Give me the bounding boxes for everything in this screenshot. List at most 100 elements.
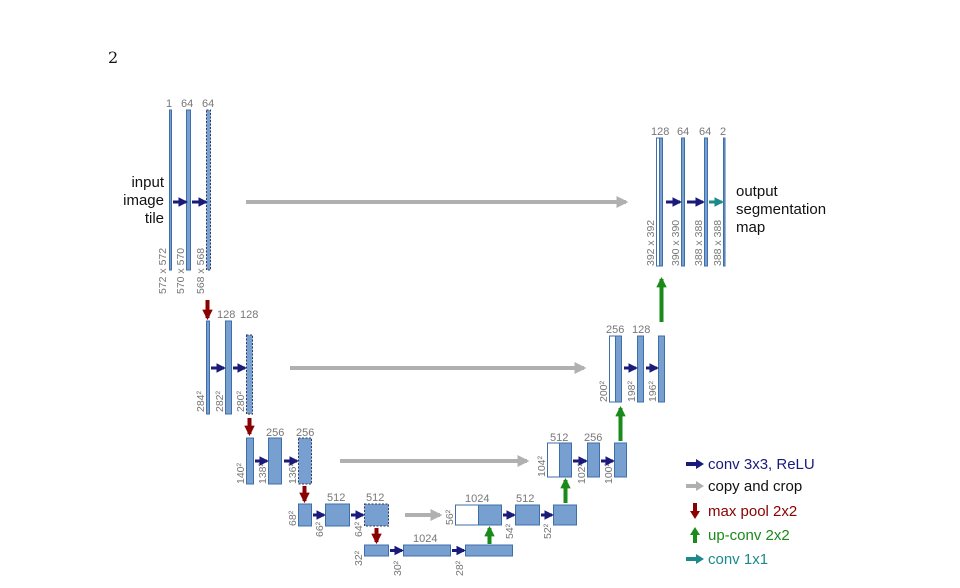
feature-map [268, 437, 282, 485]
feature-map [298, 437, 312, 485]
size-label: 280² [235, 390, 247, 412]
channel-label: 64 [699, 126, 711, 138]
size-label: 54² [504, 523, 516, 539]
feature-map [609, 335, 616, 403]
feature-map [186, 109, 191, 271]
feature-map [225, 320, 232, 415]
size-label: 28² [454, 560, 466, 576]
channel-label: 64 [202, 98, 214, 110]
legend-item-upconv: up-conv 2x2 [684, 525, 790, 545]
feature-map [637, 335, 644, 403]
feature-map [659, 137, 663, 267]
feature-map [455, 504, 479, 526]
output-label: output segmentation map [736, 183, 826, 237]
feature-map [246, 334, 253, 415]
input-label-line: image [123, 192, 164, 209]
size-label: 572 x 572 [157, 248, 169, 294]
feature-map [246, 437, 254, 485]
channel-label: 1024 [465, 493, 489, 505]
channel-label: 1 [166, 98, 172, 110]
page-number: 2 [108, 48, 119, 67]
feature-map [553, 504, 577, 526]
input-label-line: tile [144, 210, 164, 227]
feature-map [298, 503, 312, 527]
channel-label: 128 [217, 309, 235, 321]
size-label: 198² [626, 380, 638, 402]
channel-label: 256 [266, 427, 284, 439]
arrow-right-icon [686, 481, 704, 491]
channel-label: 64 [677, 126, 689, 138]
feature-map [403, 544, 451, 557]
size-label: 66² [314, 521, 326, 537]
input-label: input image tile [100, 174, 164, 228]
channel-label: 512 [550, 432, 568, 444]
feature-map [559, 442, 572, 478]
channel-label: 1024 [413, 533, 437, 545]
size-label: 30² [392, 560, 404, 576]
channel-label: 128 [632, 324, 650, 336]
legend-item-conv1x1: conv 1x1 [684, 549, 768, 569]
size-label: 138² [257, 462, 269, 484]
size-label: 568 x 568 [195, 248, 207, 294]
feature-map [325, 503, 350, 527]
legend-label: conv 1x1 [708, 550, 769, 568]
feature-map [587, 442, 600, 478]
legend-label: conv 3x3, ReLU [708, 455, 815, 473]
arrow-right-icon [686, 459, 704, 469]
size-label: 282² [214, 390, 226, 412]
output-label-line: map [736, 219, 766, 236]
legend-label: up-conv 2x2 [708, 526, 790, 544]
feature-map [515, 504, 540, 526]
size-label: 196² [647, 380, 659, 402]
legend-label: max pool 2x2 [708, 502, 798, 520]
feature-map [364, 503, 389, 527]
size-label: 68² [287, 510, 299, 526]
channel-label: 128 [651, 126, 669, 138]
size-label: 104² [536, 455, 548, 477]
size-label: 136² [287, 462, 299, 484]
legend-item-pool: max pool 2x2 [684, 501, 797, 521]
feature-map [206, 320, 210, 415]
feature-map [364, 544, 389, 557]
arrow-down-icon [690, 503, 700, 519]
size-label: 570 x 570 [175, 248, 187, 294]
feature-map [169, 109, 172, 271]
legend-item-conv: conv 3x3, ReLU [684, 454, 815, 474]
channel-label: 512 [516, 493, 534, 505]
feature-map [658, 335, 665, 403]
channel-label: 128 [240, 309, 258, 321]
size-label: 52² [542, 523, 554, 539]
size-label: 392 x 392 [645, 220, 657, 266]
output-label-line: segmentation [736, 201, 827, 218]
feature-map [547, 442, 560, 478]
size-label: 32² [353, 550, 365, 566]
size-label: 388 x 388 [693, 220, 705, 266]
size-label: 100² [603, 462, 615, 484]
feature-map [206, 109, 211, 271]
legend-label: copy and crop [708, 477, 803, 495]
feature-map [478, 504, 502, 526]
size-label: 200² [598, 380, 610, 402]
size-label: 64² [353, 521, 365, 537]
channel-label: 64 [181, 98, 193, 110]
size-label: 56² [444, 509, 456, 525]
legend-item-copy: copy and crop [684, 476, 802, 496]
channel-label: 256 [584, 432, 602, 444]
size-label: 102² [576, 462, 588, 484]
feature-map [615, 335, 622, 403]
input-label-line: input [131, 174, 164, 191]
size-label: 284² [195, 390, 207, 412]
arrow-right-icon [686, 554, 704, 564]
feature-map [465, 544, 513, 557]
output-label-line: output [736, 183, 778, 200]
channel-label: 2 [720, 126, 726, 138]
channel-label: 256 [296, 427, 314, 439]
channel-label: 512 [366, 492, 384, 504]
channel-label: 256 [606, 324, 624, 336]
size-label: 390 x 390 [670, 220, 682, 266]
feature-map [614, 442, 627, 478]
arrow-up-icon [690, 527, 700, 543]
size-label: 388 x 388 [712, 220, 724, 266]
channel-label: 512 [327, 492, 345, 504]
